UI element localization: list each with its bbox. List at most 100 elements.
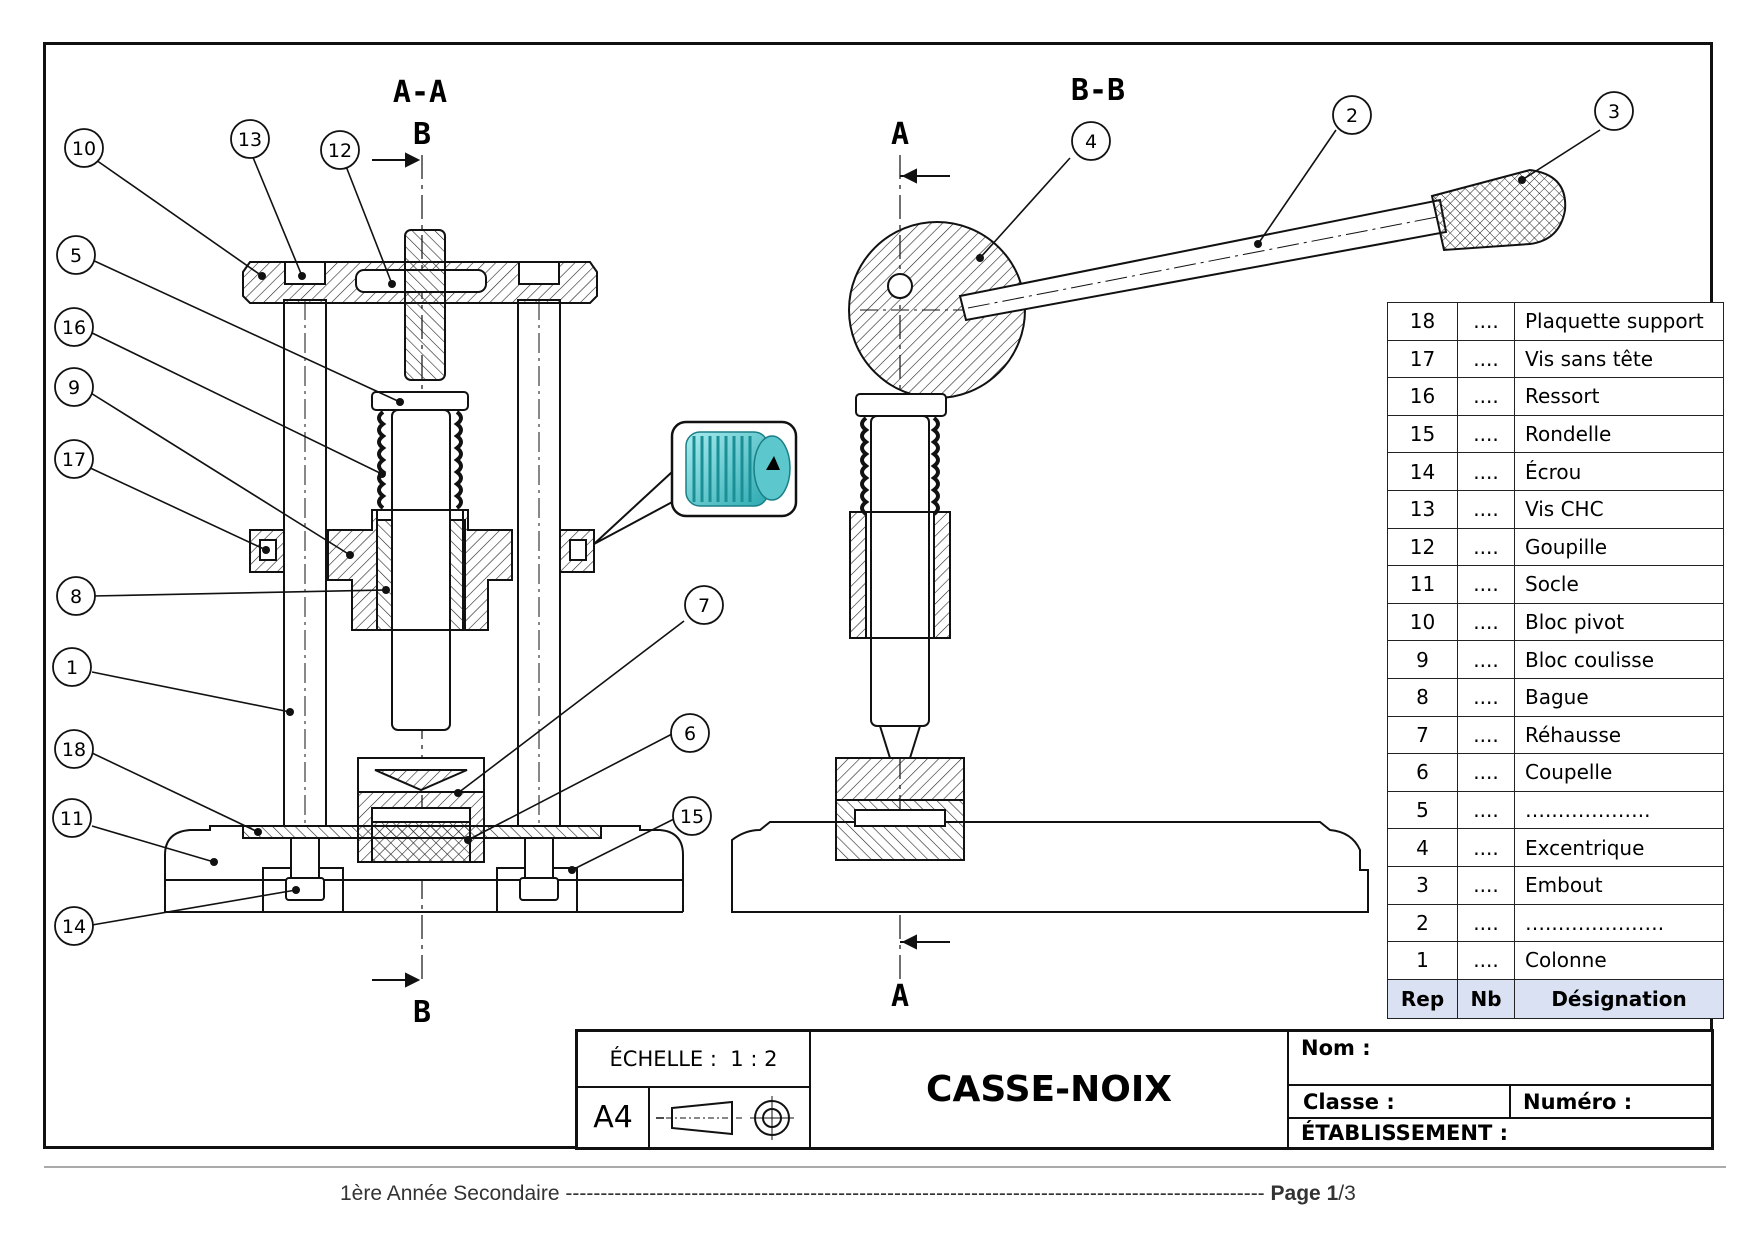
nomenclature-rep: 9 (1387, 640, 1458, 679)
nomenclature-row: 12....Goupille (1387, 527, 1724, 567)
nomenclature-nb: .... (1457, 903, 1515, 943)
nomenclature-rep: 17 (1387, 339, 1458, 379)
nomenclature-designation: …..………….. (1514, 790, 1724, 830)
cut-b-top: B (413, 117, 431, 152)
nomenclature-nb: .... (1457, 452, 1515, 491)
etablissement-cell: ÉTABLISSEMENT : (1289, 1119, 1711, 1147)
nomenclature-nb: .... (1457, 828, 1515, 867)
etablissement-label: ÉTABLISSEMENT : (1301, 1121, 1508, 1145)
title-block: ÉCHELLE : 1 : 2 A4 CASSE-NOIX Nom : Clas… (575, 1029, 1714, 1150)
nomenclature-designation: Embout (1514, 865, 1724, 905)
header-nb: Nb (1457, 978, 1515, 1019)
nomenclature-nb: .... (1457, 565, 1515, 604)
nomenclature-designation: Goupille (1514, 527, 1724, 567)
nomenclature-header-row: Rep Nb Désignation (1387, 978, 1724, 1019)
classe-label: Classe : (1303, 1090, 1395, 1114)
drawing-title: CASSE-NOIX (926, 1069, 1172, 1110)
nomenclature-rep: 15 (1387, 414, 1458, 454)
nomenclature-rep: 8 (1387, 677, 1458, 717)
balloon-label: 3 (1608, 101, 1620, 123)
title-cell: CASSE-NOIX (811, 1032, 1289, 1147)
footer-page-total: /3 (1338, 1182, 1356, 1205)
balloon-13: 13 (230, 119, 270, 159)
nomenclature-designation: Vis CHC (1514, 489, 1724, 529)
nomenclature-row: 11....Socle (1387, 565, 1724, 604)
balloon-label: 4 (1085, 131, 1097, 153)
balloon-label: 8 (70, 586, 82, 608)
balloon-4: 4 (1071, 121, 1111, 161)
nomenclature-nb: .... (1457, 753, 1515, 792)
nomenclature-rep: 1 (1387, 941, 1458, 980)
balloon-10: 10 (64, 128, 104, 168)
nom-cell: Nom : (1289, 1032, 1711, 1086)
nomenclature-row: 9....Bloc coulisse (1387, 640, 1724, 679)
balloon-label: 14 (62, 916, 86, 938)
balloon-label: 7 (698, 595, 710, 617)
nomenclature-nb: .... (1457, 377, 1515, 416)
nomenclature-nb: .... (1457, 602, 1515, 642)
nomenclature-nb: .... (1457, 302, 1515, 341)
projection-symbol-cell (650, 1088, 811, 1147)
balloon-12: 12 (320, 130, 360, 170)
nomenclature-rep: 10 (1387, 602, 1458, 642)
section-aa-label: A-A (393, 75, 447, 110)
section-bb-view (731, 155, 1567, 985)
footer-rule (44, 1166, 1726, 1168)
footer-dashes: ----------------------------------------… (565, 1182, 1265, 1205)
nomenclature-row: 2....…..……………. (1387, 903, 1724, 943)
nomenclature-nb: .... (1457, 715, 1515, 755)
nomenclature-designation: Réhausse (1514, 715, 1724, 755)
section-bb-label: B-B (1071, 73, 1125, 108)
balloon-8: 8 (56, 576, 96, 616)
nomenclature-nb: .... (1457, 941, 1515, 980)
balloon-label: 12 (328, 140, 352, 162)
nomenclature-rep: 11 (1387, 565, 1458, 604)
cut-b-bottom: B (413, 995, 431, 1030)
nomenclature-row: 16....Ressort (1387, 377, 1724, 416)
cut-a-top: A (891, 117, 909, 152)
nomenclature-designation: Vis sans tête (1514, 339, 1724, 379)
balloon-leaders (85, 129, 1601, 926)
balloon-label: 5 (70, 245, 82, 267)
nomenclature-designation: Bloc pivot (1514, 602, 1724, 642)
nomenclature-rep: 16 (1387, 377, 1458, 416)
nomenclature-row: 10....Bloc pivot (1387, 602, 1724, 642)
footer: 1ère Année Secondaire ------------------… (340, 1182, 1356, 1206)
format-label: A4 (593, 1100, 633, 1135)
balloon-label: 9 (68, 377, 80, 399)
format-cell: A4 (578, 1088, 650, 1147)
balloon-16: 16 (54, 307, 94, 347)
nomenclature-designation: Excentrique (1514, 828, 1724, 867)
nomenclature-row: 3....Embout (1387, 865, 1724, 905)
nomenclature-nb: .... (1457, 865, 1515, 905)
nomenclature-row: 1....Colonne (1387, 941, 1724, 980)
nom-label: Nom : (1301, 1036, 1371, 1060)
nomenclature-designation: Plaquette support (1514, 302, 1724, 341)
set-screw-3d-callout (593, 420, 798, 545)
header-rep: Rep (1387, 978, 1458, 1019)
nomenclature-designation: Coupelle (1514, 753, 1724, 792)
nomenclature-rep: 5 (1387, 790, 1458, 830)
balloon-label: 11 (60, 808, 84, 830)
nomenclature-rep: 18 (1387, 302, 1458, 341)
balloon-label: 1 (66, 657, 78, 679)
nomenclature-rep: 13 (1387, 489, 1458, 529)
balloon-label: 16 (62, 317, 86, 339)
cut-a-bottom: A (891, 979, 909, 1014)
nomenclature-nb: .... (1457, 677, 1515, 717)
nomenclature-rep: 4 (1387, 828, 1458, 867)
nomenclature-designation: …..……………. (1514, 903, 1724, 943)
balloon-label: 18 (62, 739, 86, 761)
nomenclature-nb: .... (1457, 414, 1515, 454)
nomenclature-designation: Ressort (1514, 377, 1724, 416)
numero-label: Numéro : (1523, 1090, 1633, 1114)
balloon-1: 1 (52, 647, 92, 687)
balloon-label: 15 (680, 806, 704, 828)
nomenclature-nb: .... (1457, 790, 1515, 830)
nomenclature-designation: Rondelle (1514, 414, 1724, 454)
nomenclature-designation: Colonne (1514, 941, 1724, 980)
nomenclature-row: 18....Plaquette support (1387, 302, 1724, 341)
balloon-label: 13 (238, 129, 262, 151)
